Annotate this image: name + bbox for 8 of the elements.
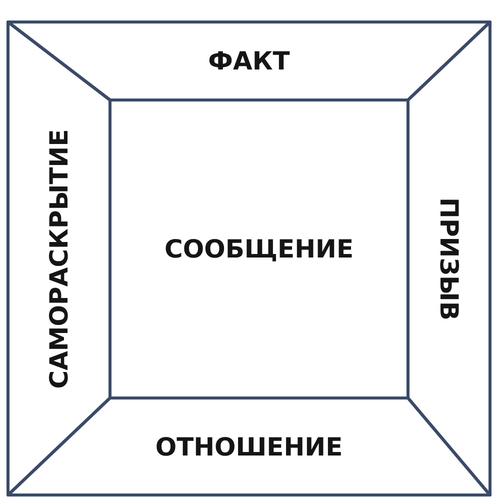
region-label: СООБЩЕНИЕ [164,234,354,264]
left-trapezoid [8,22,110,495]
region-label: ОТНОШЕНИЕ [155,432,343,461]
region-label: САМОРАСКРЫТИЕ [44,128,74,388]
region-label: ПРИЗЫВ [434,197,464,320]
bottom-trapezoid [8,398,490,495]
right-trapezoid [408,22,490,495]
region-label: ФАКТ [208,46,290,76]
